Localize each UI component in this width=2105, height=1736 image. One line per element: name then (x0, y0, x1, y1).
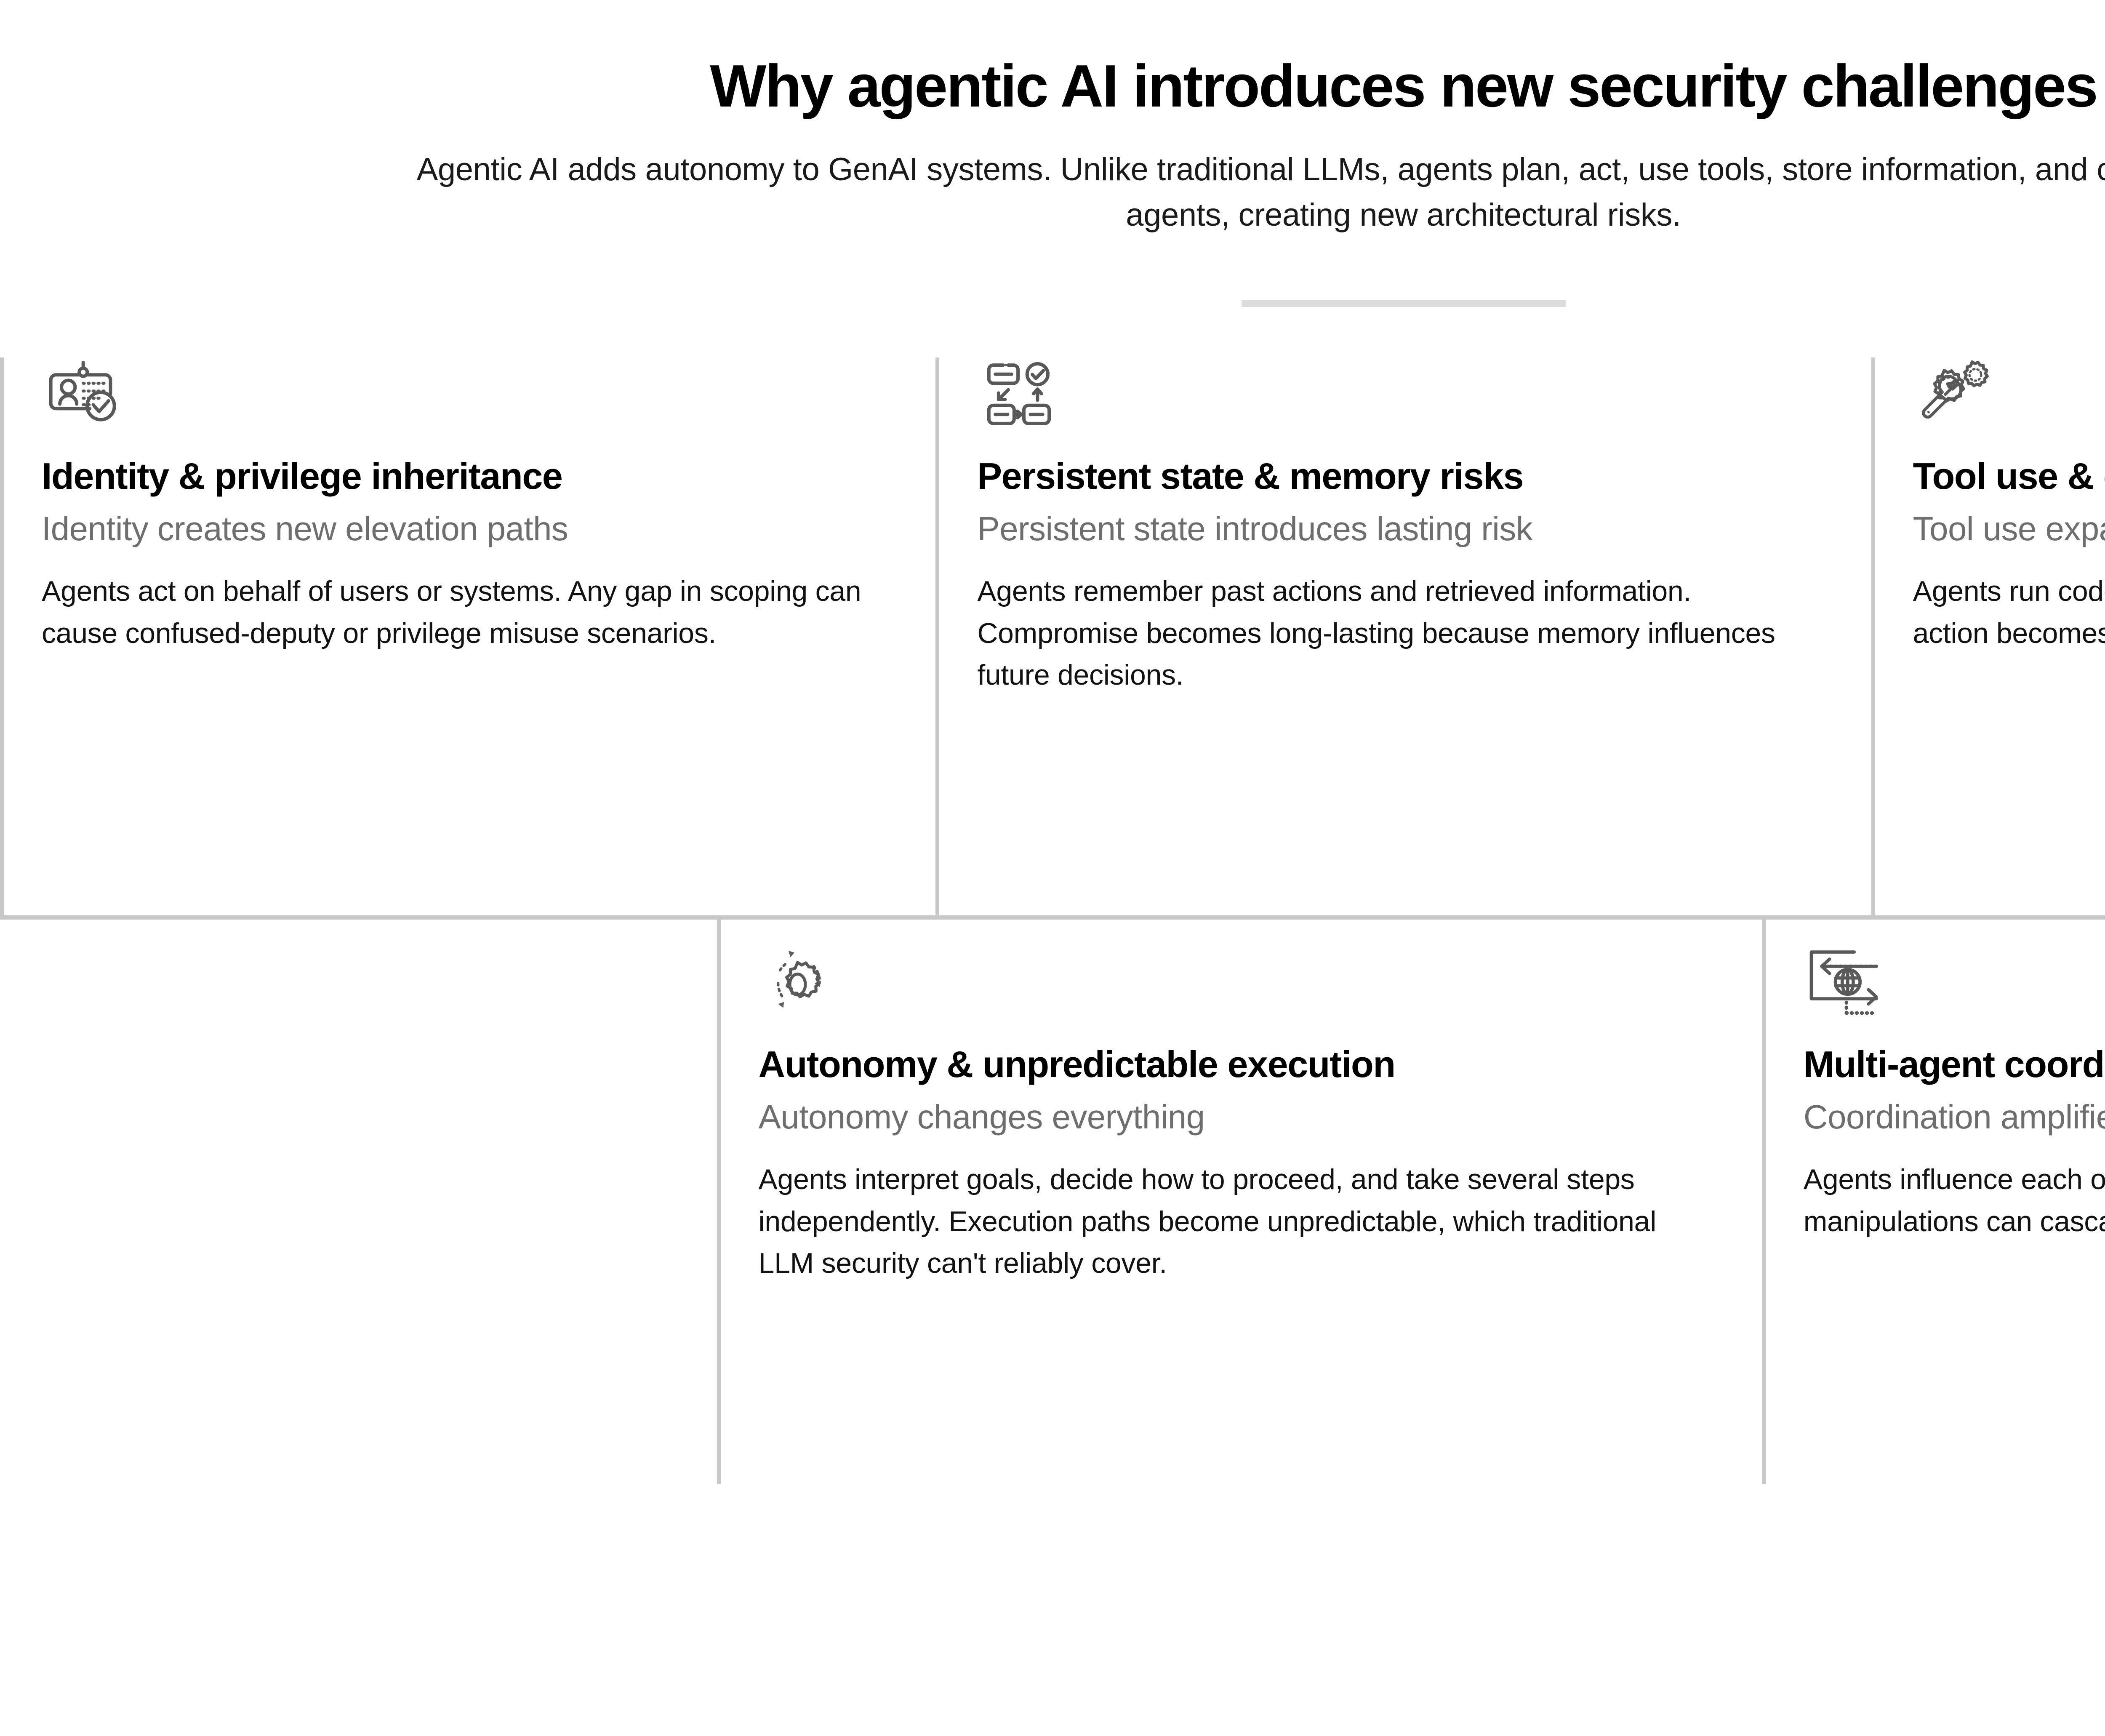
globe-exchange-icon (1804, 946, 1881, 1019)
card-subhead: Identity creates new elevation paths (42, 510, 568, 547)
row-separator (0, 915, 2105, 920)
card-title: Tool use & external actions (1913, 455, 2105, 497)
card-row-top: Identity & privilege inheritance Identit… (0, 357, 2105, 916)
id-badge-verified-icon (42, 357, 120, 431)
card-body: Agents interpret goals, decide how to pr… (758, 1163, 1657, 1279)
rotating-gear-icon (759, 946, 837, 1019)
card-title: Autonomy & unpredictable execution (758, 1043, 1396, 1085)
header: Why agentic AI introduces new security c… (0, 0, 2105, 307)
card-subhead: Coordination amplifies failures (1803, 1098, 2105, 1136)
card-title: Persistent state & memory risks (977, 455, 1524, 497)
row-bottom-spacer (0, 920, 717, 1484)
page-subtitle: Agentic AI adds autonomy to GenAI system… (416, 152, 2105, 233)
card-body: Agents run code, call APIs, fetch data, … (1913, 575, 2105, 649)
wrench-gears-icon (1913, 357, 1991, 431)
card-body: Agents act on behalf of users or systems… (42, 575, 861, 649)
card-tool-use-external-actions[interactable]: Tool use & external actions Tool use exp… (1871, 357, 2105, 916)
card-title: Identity & privilege inheritance (42, 455, 563, 497)
card-subhead: Autonomy changes everything (758, 1098, 1205, 1136)
card-row-bottom: Autonomy & unpredictable execution Auton… (0, 920, 2105, 1484)
header-divider-rule (1241, 300, 1566, 307)
card-body: Agents remember past actions and retriev… (977, 575, 1775, 691)
card-identity-privilege-inheritance[interactable]: Identity & privilege inheritance Identit… (0, 357, 935, 916)
card-multi-agent-coordination[interactable]: Multi-agent coordination Coordination am… (1761, 920, 2105, 1484)
card-body: Agents influence each other's reasoning … (1803, 1163, 2105, 1237)
page-title: Why agentic AI introduces new security c… (710, 53, 2098, 120)
card-subhead: Tool use expands the blast radius (1913, 510, 2105, 547)
card-title: Multi-agent coordination (1803, 1043, 2105, 1085)
state-workflow-check-icon (977, 357, 1055, 431)
card-persistent-state-memory-risks[interactable]: Persistent state & memory risks Persiste… (935, 357, 1871, 916)
card-autonomy-unpredictable-execution[interactable]: Autonomy & unpredictable execution Auton… (717, 920, 1762, 1484)
card-subhead: Persistent state introduces lasting risk (977, 510, 1533, 547)
